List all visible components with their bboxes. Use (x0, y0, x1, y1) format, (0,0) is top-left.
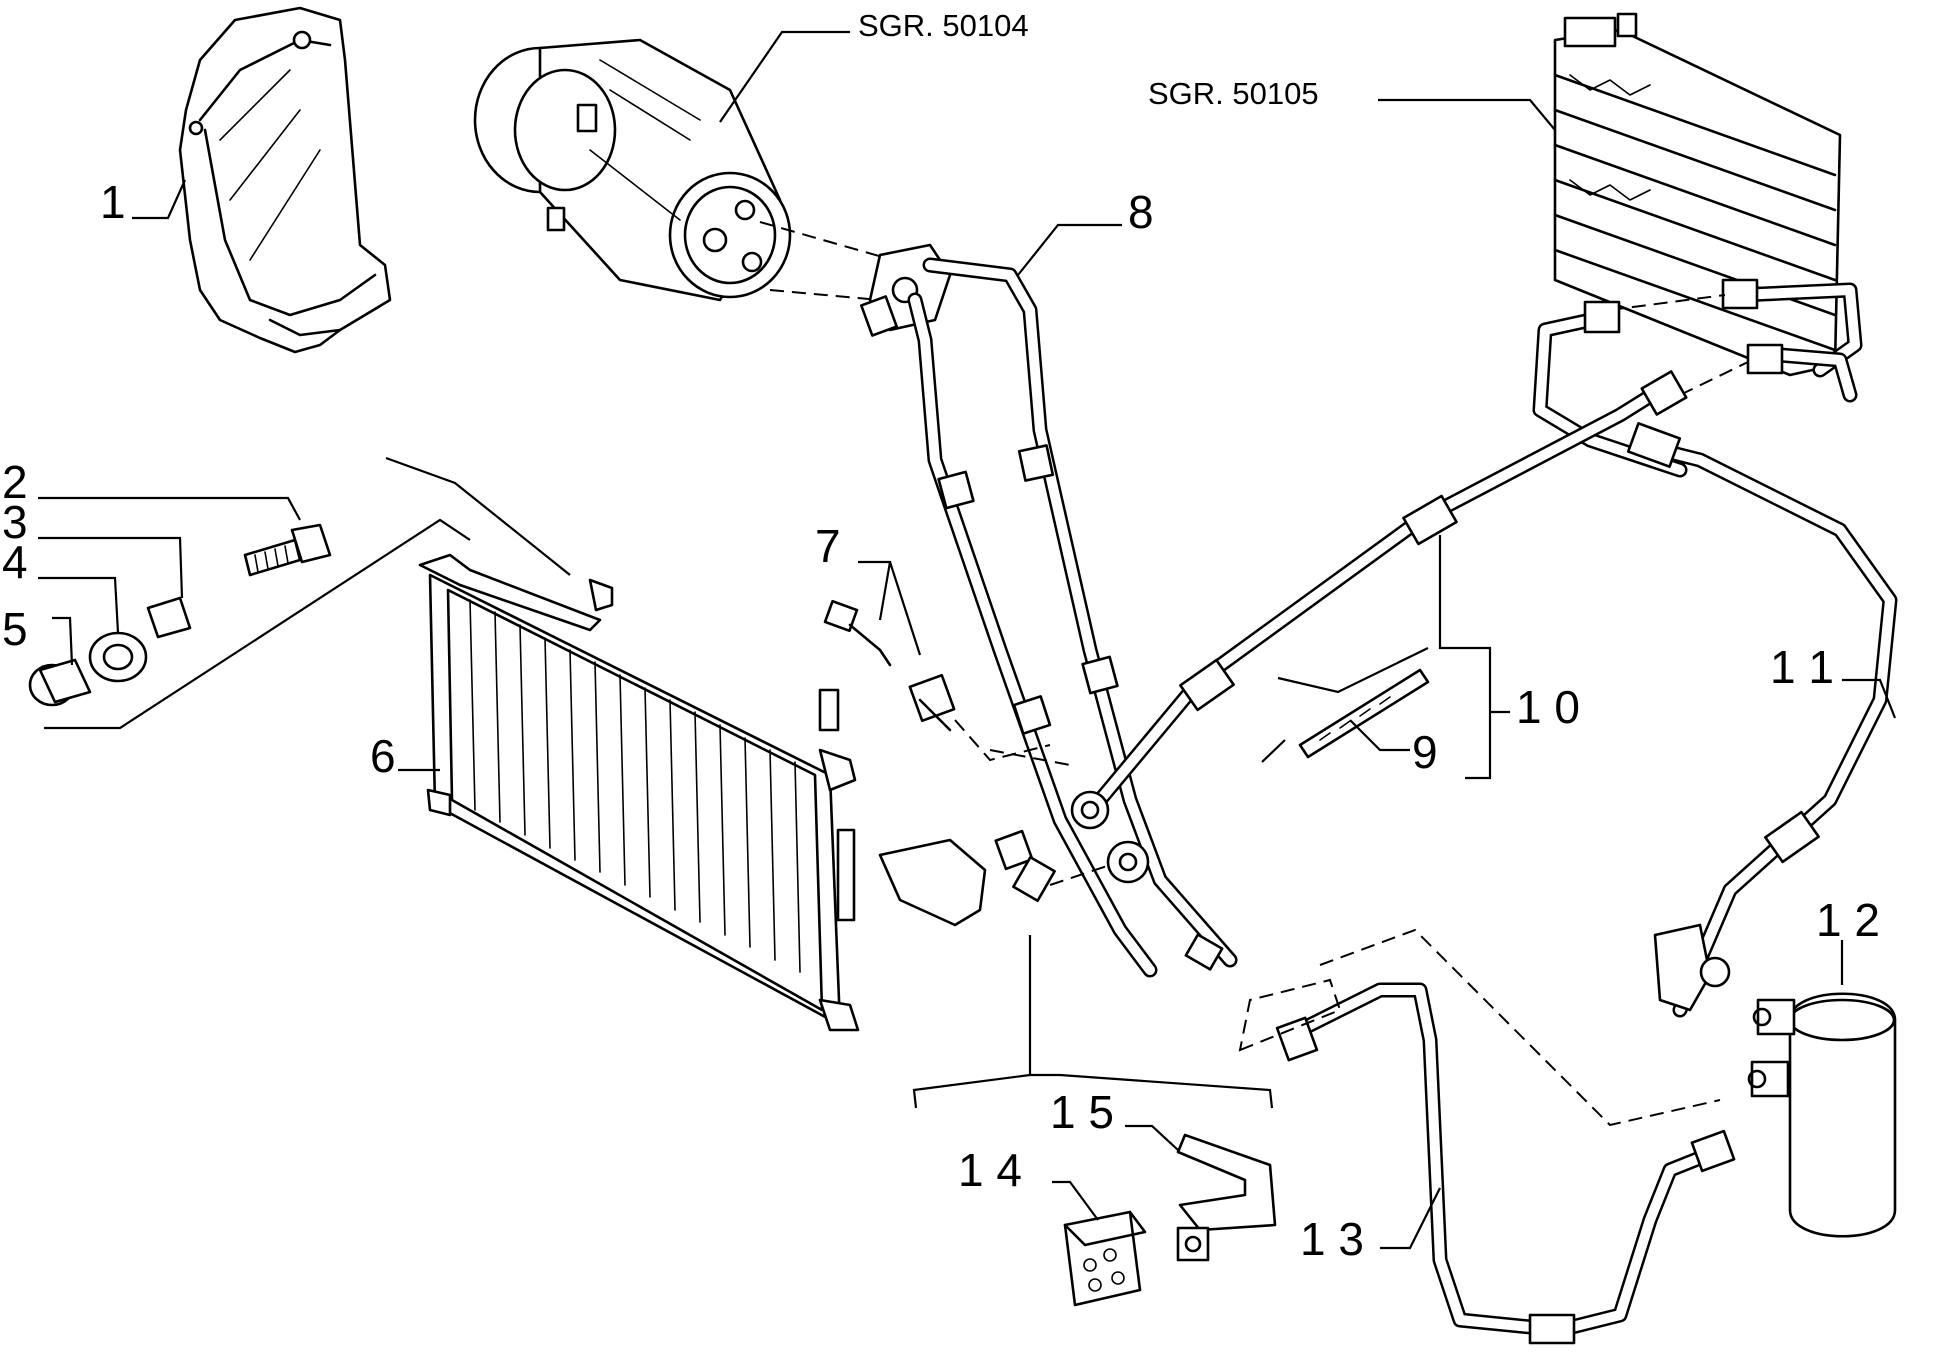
rubber-block-14-part (1063, 1210, 1147, 1307)
label-3: 3 (2, 496, 28, 548)
label-3-leader (38, 536, 184, 599)
compressor-centerline (759, 221, 901, 263)
label-5-leader (52, 616, 74, 666)
compressor-ref-leader (719, 30, 850, 123)
valve-core-9-part (1298, 668, 1430, 759)
label-13: 1 3 (1300, 1213, 1364, 1265)
evaporator-ref-leader (1378, 98, 1556, 131)
evaporator-part (1553, 12, 1863, 403)
clamp-group-bracket (912, 935, 1274, 1109)
label-14-leader (1052, 1180, 1099, 1221)
label-13-leader (1380, 1187, 1441, 1250)
label-2-leader (38, 496, 301, 521)
compressor-centerline-2 (769, 289, 881, 301)
label-11-leader (1842, 678, 1897, 719)
label-14: 1 4 (958, 1144, 1022, 1196)
evaporator-centerline-2 (1679, 361, 1749, 396)
compressor-manifold-fitting (860, 243, 952, 337)
label-4-leader (38, 576, 120, 634)
bolt-2-part (243, 523, 332, 577)
evaporator-centerline (1609, 294, 1726, 311)
label-2: 2 (2, 456, 28, 508)
mount-4-part (88, 631, 148, 683)
connector-dash-2 (1319, 928, 1721, 1127)
label-6: 6 (370, 730, 396, 782)
receiver-drier-12-part (1747, 992, 1897, 1238)
pressure-switch-7-part (823, 599, 956, 732)
label-8: 8 (1128, 186, 1154, 238)
label-12: 1 2 (1816, 894, 1880, 946)
label-9-leader (1277, 647, 1429, 752)
label-10-bracket (1438, 535, 1492, 780)
bushing-3-part (146, 596, 192, 639)
label-7: 7 (815, 520, 841, 572)
mount-5-part (28, 658, 92, 707)
evaporator-ref-label: SGR. 50105 (1148, 76, 1319, 111)
label-15-leader (1125, 1124, 1179, 1151)
label-4: 4 (2, 536, 28, 588)
connector-dash-1 (1049, 864, 1111, 886)
connector-dash-3 (1238, 978, 1342, 1052)
label-8-leader (1017, 223, 1122, 276)
pressure-switch-dash (954, 719, 1051, 762)
label-5: 5 (2, 603, 28, 655)
label-15: 1 5 (1050, 1086, 1114, 1138)
hose-11-part (1626, 422, 1898, 1018)
condenser-outlet-fitting (878, 829, 1150, 927)
liquid-line-10-part (1070, 300, 1688, 830)
label-10: 1 0 (1516, 681, 1580, 733)
liquid-line-13-part (1275, 982, 1736, 1345)
label-1: 1 (100, 176, 126, 228)
mounts-group-leader (44, 518, 471, 730)
condenser-6-part (418, 553, 860, 1032)
compressor-ref-label: SGR. 50104 (858, 8, 1029, 43)
label-9: 9 (1412, 726, 1438, 778)
shield-cover-part (178, 6, 392, 354)
compressor-part (473, 38, 792, 302)
label-1-leader (132, 179, 187, 220)
hose-8-part (907, 257, 1238, 978)
condenser-mount-leader (385, 456, 571, 576)
label-7-bracket (858, 560, 922, 656)
label-9-pointer (1261, 739, 1286, 763)
connector-dash-4 (989, 749, 1071, 766)
label-11: 1 1 (1770, 641, 1834, 693)
clamp-15-part (1176, 1133, 1277, 1262)
